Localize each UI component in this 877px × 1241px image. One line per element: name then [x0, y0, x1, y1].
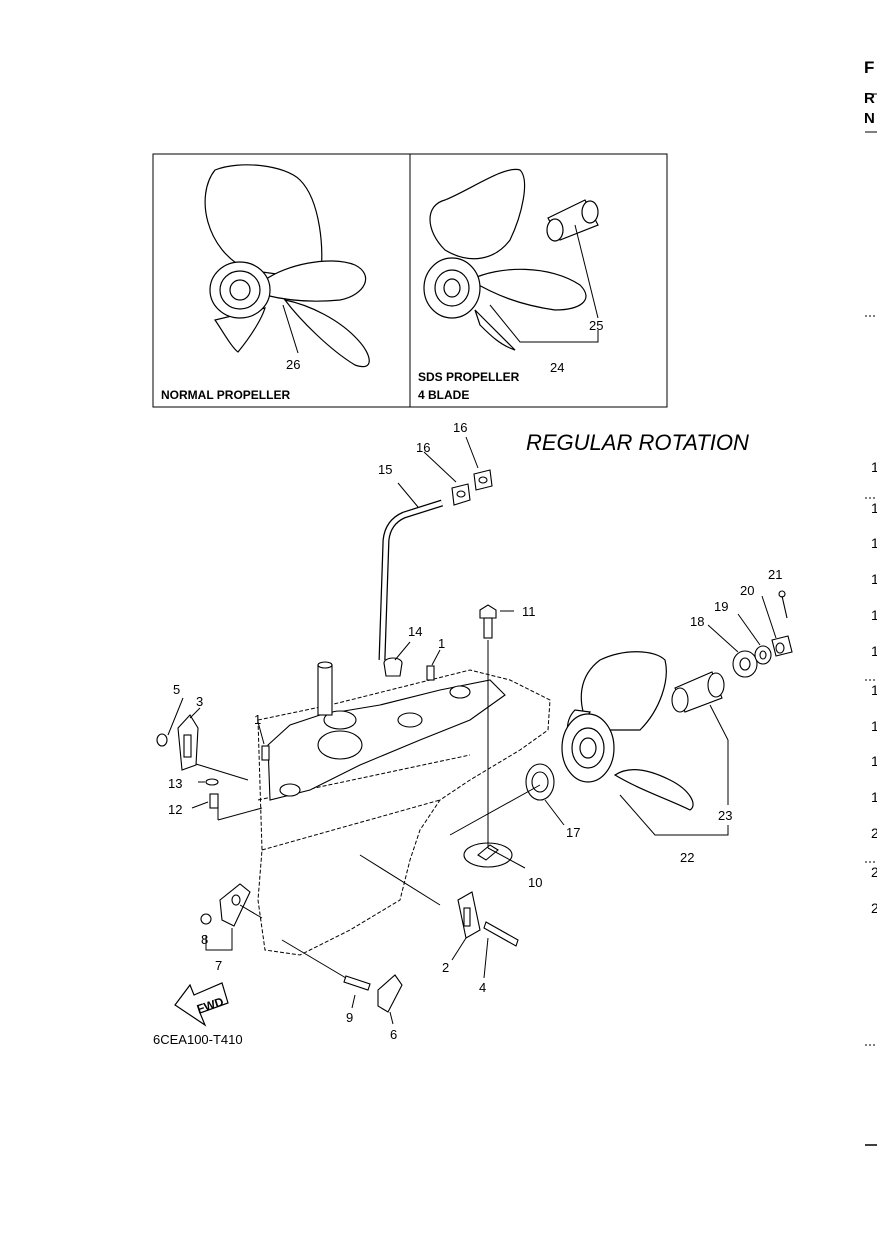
spacer-18: [732, 650, 758, 678]
callout-26: 26: [286, 357, 300, 372]
callout-14: 14: [408, 624, 422, 639]
callout-7: 7: [215, 958, 222, 973]
screw-4: [483, 921, 519, 947]
callout-8: 8: [201, 932, 208, 947]
callout-20: 20: [740, 583, 754, 598]
normal-propeller-caption: NORMAL PROPELLER: [161, 388, 290, 402]
callout-4: 4: [479, 980, 486, 995]
callout-18: 18: [690, 614, 704, 629]
cover-2: [457, 891, 481, 939]
side-number: 1: [871, 789, 877, 805]
cotter-pin-21: [778, 590, 788, 619]
sds-propeller-caption-line2: 4 BLADE: [418, 388, 469, 402]
bushing-23: [671, 671, 725, 713]
callout-25: 25: [589, 318, 603, 333]
callout-1a: 1: [254, 712, 261, 727]
callout-11: 11: [522, 604, 536, 619]
anode-10: [463, 842, 513, 868]
drive-shaft: [317, 661, 333, 716]
nut-8: [200, 913, 212, 925]
washer-19: [754, 645, 772, 665]
grommet-16: [451, 469, 493, 506]
callout-13: 13: [168, 776, 182, 791]
page-edge-marks: [865, 93, 877, 1146]
side-number: 1: [871, 753, 877, 769]
main-propeller-22: [561, 651, 694, 811]
callout-19: 19: [714, 599, 728, 614]
callout-labels: 1 1 2 3 4 5 6 7 8 9 10 11 12 13 14 15 16…: [168, 318, 782, 1042]
side-number: 2: [871, 825, 877, 841]
side-number: 1: [871, 535, 877, 551]
sds-bushing-25: [546, 199, 599, 242]
diagram-title: REGULAR ROTATION: [526, 430, 749, 455]
callout-9: 9: [346, 1010, 353, 1025]
oring-13: [205, 778, 219, 786]
bolt-11: [479, 604, 497, 639]
callout-16b: 16: [453, 420, 467, 435]
page-edge-char-n: N: [864, 110, 875, 127]
sds-propeller-caption-line1: SDS PROPELLER: [418, 370, 520, 384]
propeller-inset-box: [152, 153, 668, 408]
sds-propeller-drawing: [423, 168, 587, 351]
bolt-5: [156, 733, 168, 747]
page-edge-char-r: R: [864, 90, 875, 107]
callout-10: 10: [528, 875, 542, 890]
screw-12: [209, 793, 219, 809]
side-number: 1: [871, 459, 877, 475]
cover-3: [177, 714, 199, 771]
callout-24: 24: [550, 360, 564, 375]
cover-7: [219, 883, 251, 927]
callout-21: 21: [768, 567, 782, 582]
side-number: 1: [871, 718, 877, 734]
leader-lines: [167, 436, 777, 1025]
bolt-9: [343, 975, 371, 991]
inset-leader-lines: [282, 224, 599, 354]
diagram-code: 6CEA100-T410: [153, 1032, 243, 1047]
callout-17: 17: [566, 825, 580, 840]
page-edge-char-f: F: [864, 58, 875, 77]
side-number: 2: [871, 900, 877, 916]
normal-propeller-drawing: [204, 164, 370, 368]
side-number: 1: [871, 643, 877, 659]
dowel-pin-1: [261, 665, 435, 761]
side-number: 1: [871, 607, 877, 623]
callout-5: 5: [173, 682, 180, 697]
callout-2: 2: [442, 960, 449, 975]
side-number: 1: [871, 500, 877, 516]
thrust-washer-17: [525, 763, 555, 801]
callout-15: 15: [378, 462, 392, 477]
nut-20: [771, 635, 793, 657]
side-number: 2: [871, 864, 877, 880]
cover-6: [377, 974, 403, 1013]
callout-22: 22: [680, 850, 694, 865]
callout-16a: 16: [416, 440, 430, 455]
side-number: 1: [871, 571, 877, 587]
callout-3: 3: [196, 694, 203, 709]
callout-6: 6: [390, 1027, 397, 1042]
side-number: 1: [871, 682, 877, 698]
callout-1b: 1: [438, 636, 445, 651]
callout-12: 12: [168, 802, 182, 817]
grommet-14: [383, 657, 403, 677]
callout-23: 23: [718, 808, 732, 823]
fwd-arrow-icon: [174, 982, 229, 1027]
